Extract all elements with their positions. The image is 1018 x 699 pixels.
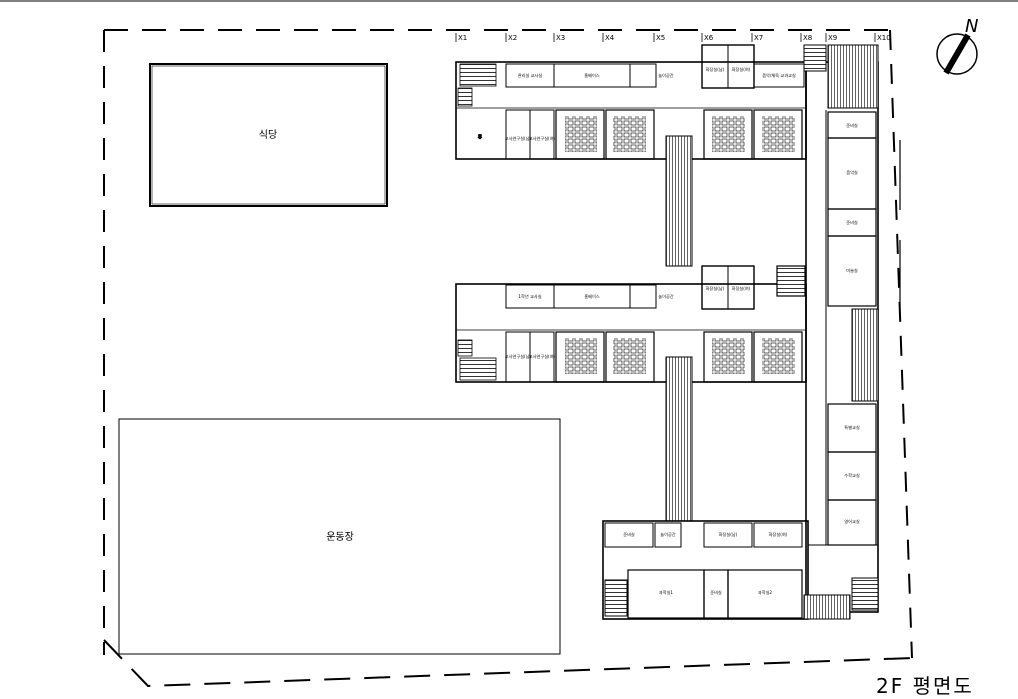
- axis-label-x9: X9: [828, 34, 837, 42]
- room-south-6: 준비실: [710, 589, 722, 596]
- room-a-research-f: 교사연구실(여): [529, 135, 556, 142]
- room-south-7: 과학실2: [758, 589, 773, 596]
- wing-east: [803, 44, 901, 613]
- sports-field: 운동장: [118, 418, 561, 655]
- room-b-teacher-office: 1학년 교사실: [518, 293, 541, 300]
- room-b-research-m: 교사연구실(남): [505, 353, 532, 360]
- wing-middle: [455, 265, 807, 383]
- axis-label-x8: X8: [803, 34, 812, 42]
- axis-label-x6: X6: [704, 34, 714, 42]
- wing-middle-labels: 1학년 교사실 홈베이스 놀이공간 화장실(남) 화장실(여) 교사연구실(남)…: [505, 285, 751, 360]
- room-south-3: 화장실(남): [719, 531, 738, 538]
- wing-east-labels: 준비실 음악실 준비실 미술실 특별교실 수학교실 영어교실: [844, 122, 860, 525]
- room-east-3: 준비실: [846, 219, 858, 226]
- axis-label-x5: X5: [656, 34, 665, 42]
- room-east-1: 준비실: [846, 122, 858, 129]
- axis-label-x3: X3: [556, 34, 565, 42]
- axis-label-x4: X4: [605, 34, 615, 42]
- room-a-wc-male: 화장실(남): [706, 66, 725, 73]
- room-a-wc-female: 화장실(여): [732, 66, 751, 73]
- cafeteria-label: 식당: [259, 129, 277, 141]
- wing-north-labels: 관리실 교사실 홈베이스 놀이공간 화장실(남) 화장실(여) 음악/체육 교과…: [505, 66, 796, 142]
- north-label: N: [965, 16, 978, 37]
- north-bridge: [665, 135, 693, 267]
- room-east-7: 영어교실: [844, 518, 860, 525]
- west-stair-mark: 휴: [478, 134, 482, 140]
- room-east-6: 수학교실: [844, 472, 860, 479]
- room-a-research-m: 교사연구실(남): [505, 135, 532, 142]
- south-bridge: [665, 356, 693, 522]
- axis-label-x2: X2: [508, 34, 517, 42]
- site-boundary: [103, 29, 913, 688]
- room-south-4: 화장실(여): [769, 531, 788, 538]
- room-b-wc-female: 화장실(여): [732, 285, 751, 292]
- room-east-4: 미술실: [846, 267, 858, 274]
- room-b-research-f: 교사연구실(여): [529, 353, 556, 360]
- room-south-1: 준비실: [623, 531, 635, 538]
- axis-label-x7: X7: [754, 34, 763, 42]
- axis-label-x10: X10: [877, 34, 891, 42]
- sports-field-label: 운동장: [326, 531, 354, 543]
- room-b-homebase: 홈베이스: [584, 293, 600, 300]
- axis-label-x1: X1: [458, 34, 467, 42]
- room-south-5: 과학실1: [659, 589, 674, 596]
- room-south-2: 놀이공간: [660, 531, 676, 538]
- room-b-lounge: 놀이공간: [658, 293, 674, 300]
- room-a-music-art: 음악/체육 교과교실: [762, 72, 796, 79]
- wing-north: 휴: [455, 44, 807, 160]
- grid-axes: X1 X2 X3 X4 X5 X6 X7 X8 X9 X10: [455, 33, 891, 42]
- wing-south: [602, 520, 878, 620]
- north-arrow: N: [936, 16, 978, 75]
- wing-south-labels: 준비실 놀이공간 화장실(남) 화장실(여) 과학실1 준비실 과학실2: [623, 531, 787, 596]
- room-east-5: 특별교실: [844, 424, 860, 431]
- room-a-homebase: 홈베이스: [584, 72, 600, 79]
- room-east-2: 음악실: [846, 169, 858, 176]
- cafeteria-building: 식당: [149, 63, 388, 207]
- room-a-lounge: 놀이공간: [658, 72, 674, 79]
- room-a-teacher-office: 관리실 교사실: [518, 72, 543, 79]
- room-b-wc-male: 화장실(남): [706, 285, 725, 292]
- drawing-title: 2F 평면도: [876, 674, 974, 698]
